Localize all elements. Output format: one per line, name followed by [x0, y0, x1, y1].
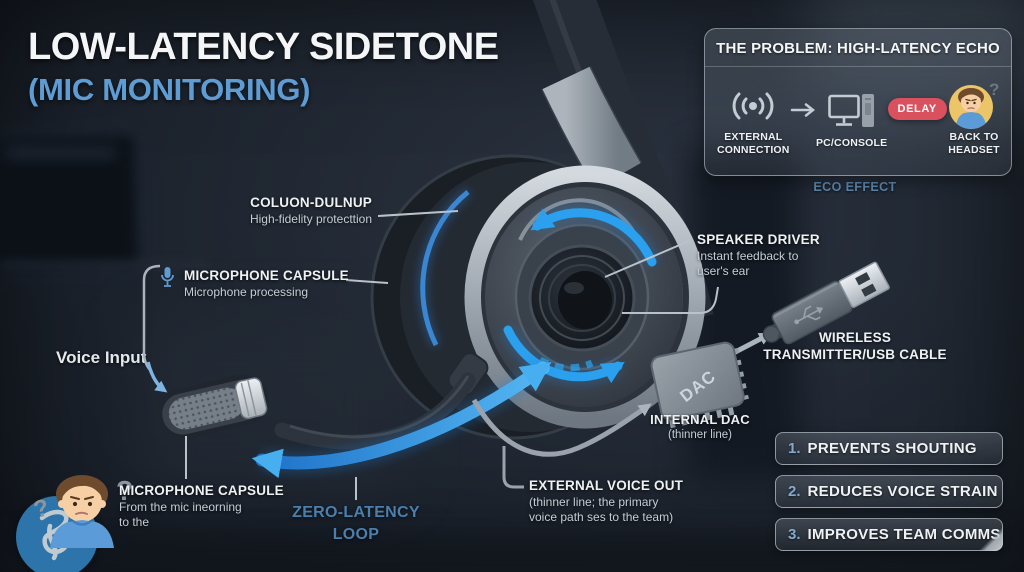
mic-capsule-top-title: MICROPHONE CAPSULE: [184, 268, 349, 283]
step3-label-line2: HEADSET: [948, 143, 1000, 156]
benefit-2-label: REDUCES VOICE STRAIN: [807, 483, 998, 500]
label-mic-capsule-bottom: MICROPHONE CAPSULE From the mic ineornin…: [119, 483, 284, 530]
label-voice-input: Voice Input: [56, 348, 147, 367]
mic-capsule-top-subtitle: Microphone processing: [184, 284, 309, 299]
pc-console-icon: [827, 94, 874, 128]
benefit-button-2[interactable]: 2. REDUCES VOICE STRAIN: [775, 475, 1003, 508]
wireless-transmitter-line1: WIRELESS: [818, 330, 892, 345]
step-pc-console: PC/CONSOLE: [816, 92, 887, 150]
zero-latency-line2: LOOP: [332, 525, 380, 543]
page-curl-decoration: [979, 527, 1003, 551]
eco-effect-caption: ECO EFFECT: [813, 180, 897, 194]
question-mark-left: ?: [31, 494, 52, 524]
zero-latency-line1: ZERO-LATENCY: [292, 504, 420, 521]
step2-label-line1: PC/CONSOLE: [815, 137, 888, 150]
problem-panel-title: THE PROBLEM: HIGH-LATENCY ECHO: [705, 29, 1011, 67]
speaker-driver-sub1: Instant feedback to: [697, 248, 799, 263]
headset-earcup: [370, 154, 706, 440]
zero-latency-loop-arrows: [500, 204, 660, 385]
benefit-1-label: PREVENTS SHOUTING: [807, 440, 977, 457]
mic-capsule-bottom-sub1: From the mic ineorning: [119, 499, 242, 514]
speaker-driver-title: SPEAKER DRIVER: [697, 232, 820, 247]
wireless-transmitter-line2: TRANSMITTER/USB CABLE: [763, 346, 947, 362]
speaker-driver-sub2: user's ear: [697, 263, 750, 278]
label-wireless-transmitter: WIRELESS TRANSMITTER/USB CABLE: [755, 330, 955, 364]
label-ear-cup: COLUON-DULNUP High-fidelity protecttion: [196, 195, 372, 227]
page-subtitle: (MIC MONITORING): [28, 72, 311, 107]
mic-capsule: [157, 374, 269, 440]
external-voice-out-sub1: (thinner line; the primary: [529, 494, 659, 509]
benefit-3-number: 3.: [788, 526, 801, 543]
step1-label-line2: CONNECTION: [717, 143, 790, 156]
internal-dac-subtitle: (thinner line): [668, 429, 732, 442]
earcup-led-ring: [420, 190, 470, 347]
mic-capsule-bottom-title: MICROPHONE CAPSULE: [119, 483, 284, 498]
benefit-button-3[interactable]: 3. IMPROVES TEAM COMMS: [775, 518, 1003, 551]
problem-panel: THE PROBLEM: HIGH-LATENCY ECHO EXTERNAL …: [704, 28, 1012, 176]
label-speaker-driver: SPEAKER DRIVER Instant feedback to user'…: [697, 232, 820, 279]
question-mark-right: ?: [116, 475, 133, 506]
label-internal-dac: INTERNAL DAC (thinner line): [638, 412, 762, 443]
benefit-3-label: IMPROVES TEAM COMMS: [807, 526, 1001, 543]
ear-cup-title: COLUON-DULNUP: [250, 195, 372, 210]
flow-arrow-icon: [790, 103, 815, 117]
wireless-signal-icon: [732, 92, 774, 120]
label-external-voice-out: EXTERNAL VOICE OUT (thinner line; the pr…: [529, 478, 683, 525]
delay-badge: DELAY: [887, 98, 947, 120]
mic-icon: [160, 266, 175, 293]
external-voice-out-title: EXTERNAL VOICE OUT: [529, 478, 684, 493]
step-external-connection: EXTERNAL CONNECTION: [717, 86, 790, 156]
external-voice-out-sub2: voice path ses to the team): [529, 509, 674, 524]
benefit-button-1[interactable]: 1. PREVENTS SHOUTING: [775, 432, 1003, 465]
benefits-list: 1. PREVENTS SHOUTING 2. REDUCES VOICE ST…: [775, 432, 1003, 551]
confused-face-icon: ?: [949, 81, 999, 129]
confused-user-illustration: ? ?: [31, 475, 133, 548]
benefit-1-number: 1.: [788, 440, 801, 457]
page-title: LOW-LATENCY SIDETONE: [28, 26, 499, 68]
label-zero-latency-loop: ZERO-LATENCY LOOP: [286, 502, 426, 545]
question-mark-panel: ?: [989, 81, 999, 99]
voice-input-arrow: [146, 361, 168, 393]
step1-label-line1: EXTERNAL: [724, 130, 783, 143]
internal-dac-title: INTERNAL DAC: [650, 412, 750, 427]
step3-label-line1: BACK TO: [949, 130, 999, 143]
step-back-to-headset: ? BACK TO HEADSET: [947, 81, 1001, 156]
label-mic-capsule-top: MICROPHONE CAPSULE Microphone processing: [184, 268, 349, 300]
mic-capsule-bottom-sub2: to the: [119, 514, 150, 529]
ear-cup-subtitle: High-fidelity protecttion: [249, 211, 372, 226]
benefit-2-number: 2.: [788, 483, 801, 500]
